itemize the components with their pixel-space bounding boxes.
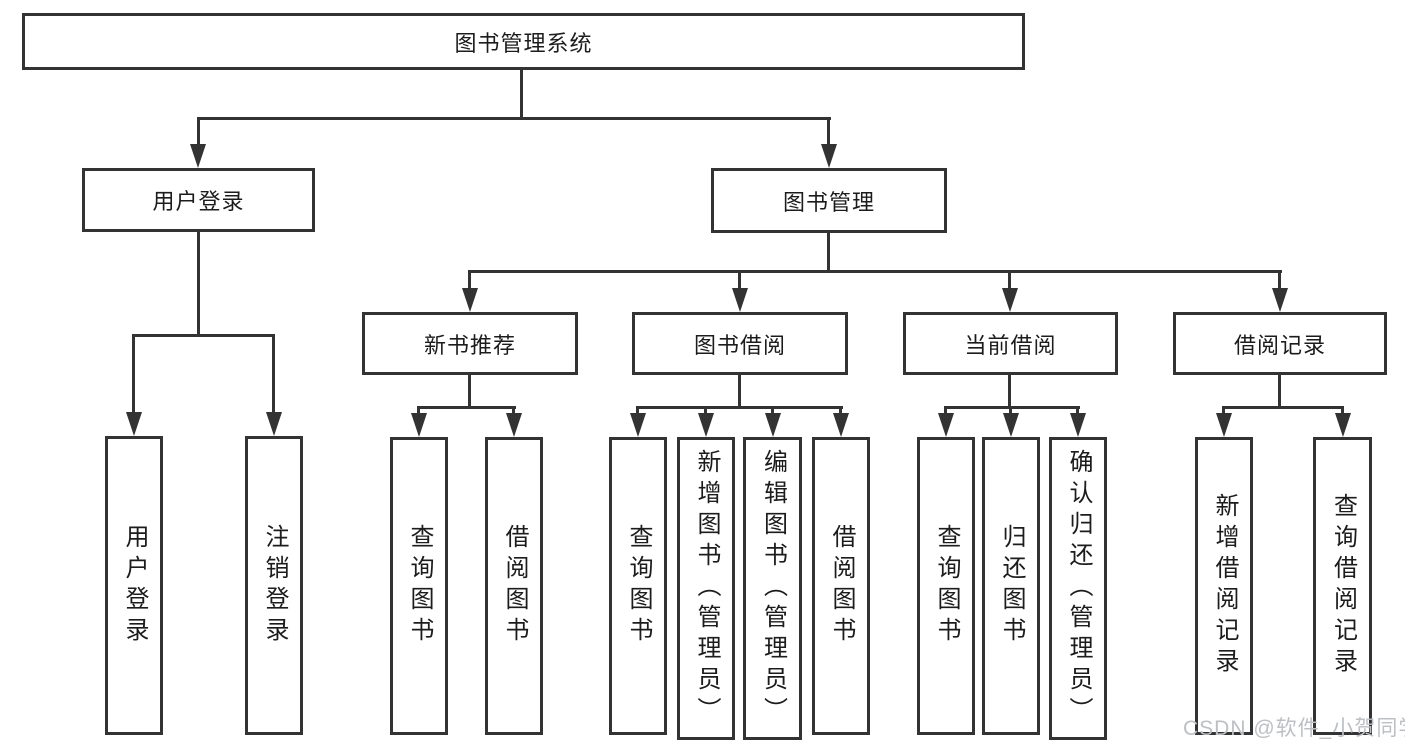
node-label: 归还图书 (998, 524, 1025, 648)
node-label: 查询图书 (625, 524, 652, 648)
node-label: 编辑图书（管理员） (759, 449, 787, 728)
node-library-system: 图书管理系统 (22, 13, 1025, 70)
connector-line (636, 406, 843, 409)
connector-line (1222, 406, 1225, 418)
connector-line (944, 406, 1080, 409)
node-borrow-records: 借阅记录 (1173, 312, 1387, 375)
node-leaf-borrow-books-2: 借阅图书 (812, 437, 870, 735)
node-label: 图书管理 (782, 189, 875, 215)
node-label: 用户登录 (121, 523, 148, 648)
node-leaf-query-books-3: 查询图书 (917, 437, 975, 735)
node-current-borrow: 当前借阅 (903, 312, 1118, 375)
node-leaf-return-books: 归还图书 (982, 437, 1040, 735)
connector-line (839, 406, 842, 418)
connector-line (1008, 375, 1011, 408)
node-leaf-user-login: 用户登录 (105, 436, 163, 735)
connector-line (944, 406, 947, 418)
node-label: 新书推荐 (423, 332, 516, 358)
arrow-down-icon (1003, 413, 1019, 437)
arrow-down-icon (1002, 288, 1018, 312)
connector-line (512, 406, 515, 418)
connector-line (1008, 270, 1011, 292)
node-label: 注销登录 (261, 523, 288, 648)
connector-line (132, 334, 135, 416)
arrow-down-icon (732, 288, 748, 312)
node-leaf-query-books-1: 查询图书 (390, 437, 448, 735)
connector-line (636, 406, 639, 418)
node-label: 图书管理系统 (454, 30, 593, 56)
arrow-down-icon (266, 412, 282, 436)
arrow-down-icon (938, 413, 954, 437)
node-label: 新增图书（管理员） (693, 449, 720, 728)
connector-line (417, 406, 420, 418)
node-label: 借阅记录 (1233, 332, 1326, 358)
connector-line (417, 406, 516, 409)
connector-line (1222, 406, 1344, 409)
connector-line (197, 232, 200, 336)
connector-line (1009, 406, 1012, 418)
connector-line (1278, 270, 1281, 292)
connector-line (468, 375, 471, 408)
arrow-down-icon (1216, 413, 1232, 437)
node-label: 查询图书 (406, 524, 433, 648)
arrow-down-icon (1070, 413, 1086, 437)
node-new-book-recommend: 新书推荐 (362, 312, 578, 375)
node-label: 查询借阅记录 (1329, 493, 1357, 679)
node-label: 确认归还（管理员） (1065, 449, 1092, 728)
connector-line (771, 406, 774, 418)
arrow-down-icon (506, 413, 522, 437)
node-label: 查询图书 (933, 524, 960, 648)
arrow-down-icon (1272, 288, 1288, 312)
connector-line (520, 70, 523, 118)
arrow-down-icon (765, 413, 781, 437)
connector-line (197, 117, 831, 120)
connector-line (468, 270, 471, 292)
connector-line (827, 117, 830, 147)
connector-line (468, 270, 1282, 273)
node-leaf-add-borrow-record: 新增借阅记录 (1195, 437, 1253, 735)
node-leaf-edit-book-admin: 编辑图书（管理员） (743, 437, 802, 740)
arrow-down-icon (190, 144, 206, 168)
node-label: 当前借阅 (964, 332, 1057, 358)
node-label: 新增借阅记录 (1211, 493, 1238, 679)
arrow-down-icon (698, 413, 714, 437)
connector-line (272, 334, 275, 416)
arrow-down-icon (630, 413, 646, 437)
connector-line (197, 117, 200, 147)
arrow-down-icon (126, 412, 142, 436)
node-label: 图书借阅 (693, 332, 786, 358)
node-book-borrow: 图书借阅 (632, 312, 848, 375)
arrow-down-icon (1335, 413, 1351, 437)
node-book-management: 图书管理 (711, 168, 947, 233)
node-leaf-borrow-books-1: 借阅图书 (485, 437, 543, 735)
node-leaf-add-book-admin: 新增图书（管理员） (677, 437, 735, 740)
arrow-down-icon (462, 288, 478, 312)
connector-line (738, 375, 741, 408)
connector-line (132, 334, 275, 337)
node-leaf-confirm-return-admin: 确认归还（管理员） (1049, 437, 1107, 740)
connector-line (827, 233, 830, 272)
arrow-down-icon (411, 413, 427, 437)
connector-line (1278, 375, 1281, 408)
node-label: 用户登录 (152, 189, 245, 214)
node-user-login: 用户登录 (82, 168, 315, 232)
node-leaf-query-books-2: 查询图书 (609, 437, 667, 735)
node-leaf-logout: 注销登录 (245, 436, 303, 735)
connector-line (1076, 406, 1079, 418)
connector-line (704, 406, 707, 418)
arrow-down-icon (833, 413, 849, 437)
node-label: 借阅图书 (501, 524, 528, 648)
node-leaf-query-borrow-record: 查询借阅记录 (1313, 437, 1372, 735)
arrow-down-icon (821, 144, 837, 168)
connector-line (738, 270, 741, 292)
connector-line (1341, 406, 1344, 418)
node-label: 借阅图书 (828, 524, 855, 648)
watermark-text: CSDN @软件_小贺同学 (1183, 717, 1405, 740)
